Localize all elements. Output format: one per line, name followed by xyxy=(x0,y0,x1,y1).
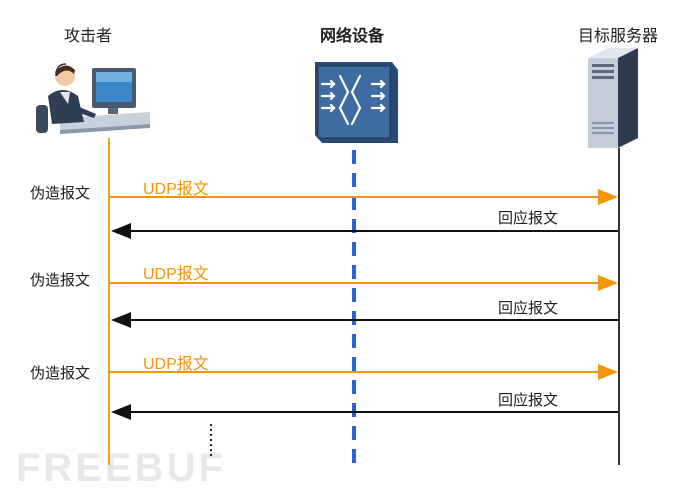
udp-label-2: UDP报文 xyxy=(143,266,209,283)
device-title: 网络设备 xyxy=(320,26,385,45)
udp-label-3: UDP报文 xyxy=(143,356,209,373)
udp-label-1: UDP报文 xyxy=(143,181,209,198)
watermark: FREEBUF xyxy=(16,446,226,490)
response-label-1: 回应报文 xyxy=(498,209,559,227)
attacker-title: 攻击者 xyxy=(64,26,113,45)
person-at-computer-icon xyxy=(36,63,150,134)
network-device-icon xyxy=(315,62,398,143)
forged-packet-label-2: 伪造报文 xyxy=(30,271,91,289)
forged-packet-label-1: 伪造报文 xyxy=(30,184,91,202)
response-label-2: 回应报文 xyxy=(498,299,559,317)
continuation-dots xyxy=(210,424,212,456)
server-title: 目标服务器 xyxy=(578,26,659,45)
forged-packet-label-3: 伪造报文 xyxy=(30,364,91,382)
server-tower-icon xyxy=(588,48,638,148)
response-label-3: 回应报文 xyxy=(498,391,559,409)
